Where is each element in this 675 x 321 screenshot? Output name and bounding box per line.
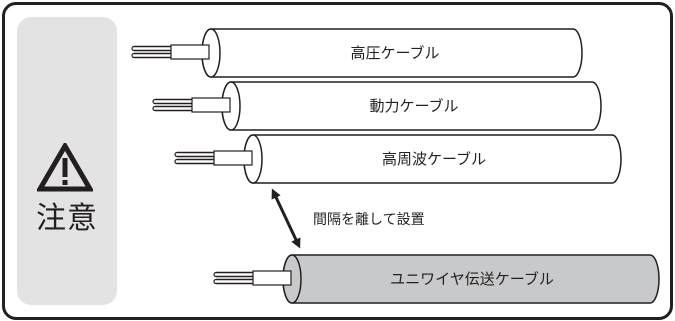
- separation-note: 間隔を離して設置: [313, 211, 425, 228]
- caution-label: 注意: [36, 201, 98, 236]
- cable-high-frequency: 高周波ケーブル: [174, 134, 622, 184]
- caution-panel: 注意: [17, 17, 117, 305]
- cable-high-voltage: 高圧ケーブル: [131, 28, 583, 78]
- cable-label-high-voltage: 高圧ケーブル: [350, 44, 439, 62]
- cable-label-power: 動力ケーブル: [369, 97, 458, 115]
- cable-label-uniwire: ユニワイヤ伝送ケーブル: [390, 270, 554, 288]
- cable-label-high-frequency: 高周波ケーブル: [382, 150, 486, 168]
- cable-uniwire: ユニワイヤ伝送ケーブル: [213, 254, 660, 304]
- separation-arrow: [271, 188, 301, 249]
- cable-power: 動力ケーブル: [152, 81, 602, 131]
- warning-triangle-icon: [37, 143, 93, 192]
